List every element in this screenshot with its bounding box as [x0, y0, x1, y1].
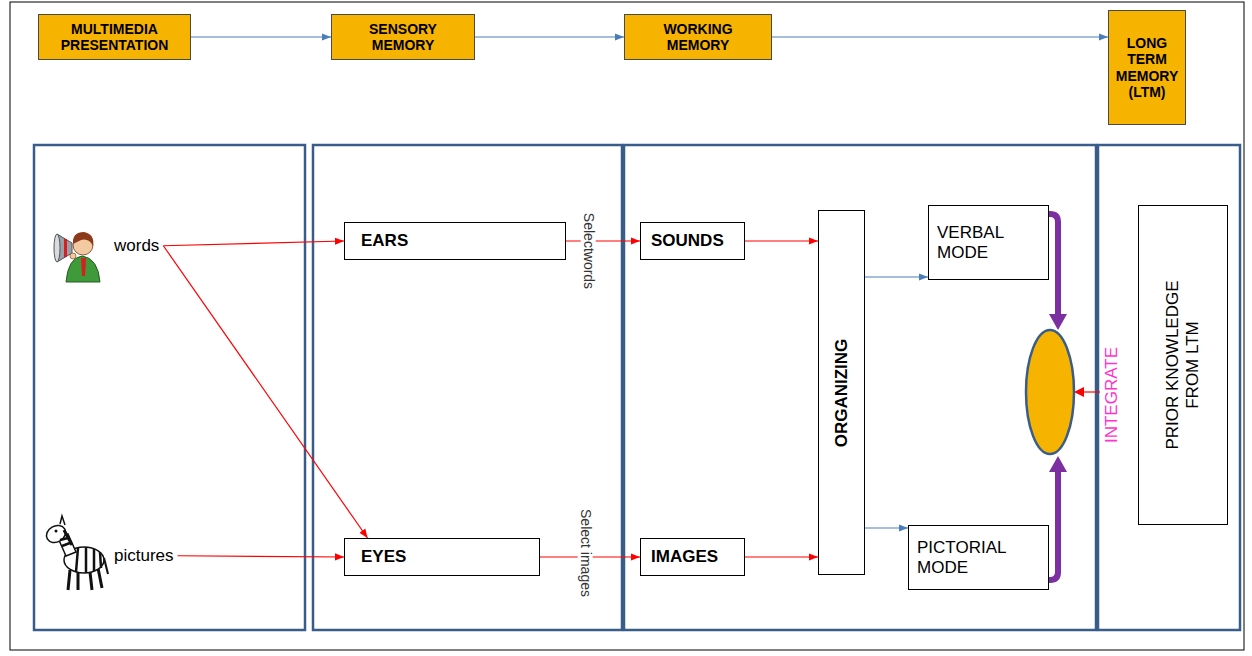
zebra-tail	[104, 558, 108, 574]
megaphone-bell	[54, 234, 60, 262]
box-label: VERBAL MODE	[937, 223, 1040, 262]
edge-label: Select images	[577, 507, 592, 599]
working-panel	[624, 145, 1096, 630]
rotated-label: ORGANIZING	[832, 338, 852, 447]
edge-label: Selectwords	[580, 211, 595, 291]
knowledge-box: PRIOR KNOWLEDGE FROM LTM	[1138, 205, 1228, 525]
box-label: words	[114, 236, 159, 256]
presentation-panel	[34, 145, 305, 630]
speaker-hair	[73, 232, 93, 246]
flow-arrow	[163, 241, 344, 246]
speaker-body	[66, 256, 100, 282]
flow-arrow	[475, 36, 624, 37]
verbal-merge-head	[1049, 314, 1067, 330]
box-label: LONG TERM MEMORY (LTM)	[1112, 35, 1182, 99]
integrate-line	[1083, 391, 1100, 392]
stage-box: LONG TERM MEMORY (LTM)	[1108, 10, 1186, 125]
flow-arrow	[191, 36, 331, 37]
box-label: MULTIMEDIA PRESENTATION	[51, 21, 178, 53]
box-label: WORKING MEMORY	[637, 21, 759, 53]
stage-panels	[34, 145, 1240, 630]
process-box: ORGANIZING	[818, 210, 865, 575]
merge-arrows	[1046, 214, 1067, 580]
sense-box: EYES	[344, 538, 540, 576]
zebra-stripes	[60, 538, 101, 573]
ltm-panel	[1098, 145, 1240, 630]
pictorial-merge-head	[1049, 456, 1067, 472]
rotated-label: PRIOR KNOWLEDGE FROM LTM	[1163, 260, 1202, 470]
mode-box: VERBAL MODE	[928, 205, 1049, 280]
integration-ellipse	[1026, 330, 1074, 454]
flow-arrow	[745, 240, 818, 241]
speaker-icon	[54, 232, 100, 282]
box-label: SENSORY MEMORY	[344, 21, 462, 53]
input-label: words	[114, 236, 159, 256]
speaker-tie	[81, 258, 86, 276]
flow-arrow	[745, 556, 818, 557]
flow-arrow	[865, 276, 928, 277]
mode-box: PICTORIAL MODE	[908, 525, 1049, 590]
box-label: pictures	[114, 546, 174, 566]
stage-box: SENSORY MEMORY	[331, 14, 475, 60]
integrate-head	[1074, 387, 1084, 397]
box-label: EARS	[361, 231, 408, 251]
megaphone-band	[64, 239, 67, 257]
box-label: SOUNDS	[651, 231, 724, 251]
flow-arrow	[178, 556, 344, 557]
outer-frame	[10, 2, 1244, 650]
flow-arrow	[566, 240, 640, 241]
flow-arrow	[865, 527, 908, 528]
integrate-arrow	[1074, 387, 1100, 397]
sense-box: EARS	[344, 222, 566, 260]
input-label: pictures	[114, 546, 174, 566]
stage-box: WORKING MEMORY	[624, 14, 772, 60]
memory-box: SOUNDS	[640, 222, 745, 260]
flow-arrow	[163, 246, 367, 538]
box-label: EYES	[361, 547, 406, 567]
process-label: INTEGRATE	[1103, 347, 1122, 443]
stage-box: MULTIMEDIA PRESENTATION	[38, 14, 191, 60]
zebra-icon	[43, 516, 108, 590]
zebra-eye	[55, 530, 58, 533]
zebra-ear	[60, 516, 65, 525]
speaker-hand	[70, 253, 76, 259]
box-label: PICTORIAL MODE	[917, 538, 1040, 577]
memory-box: IMAGES	[640, 538, 745, 576]
flow-arrow	[772, 36, 1108, 37]
box-label: IMAGES	[651, 547, 718, 567]
